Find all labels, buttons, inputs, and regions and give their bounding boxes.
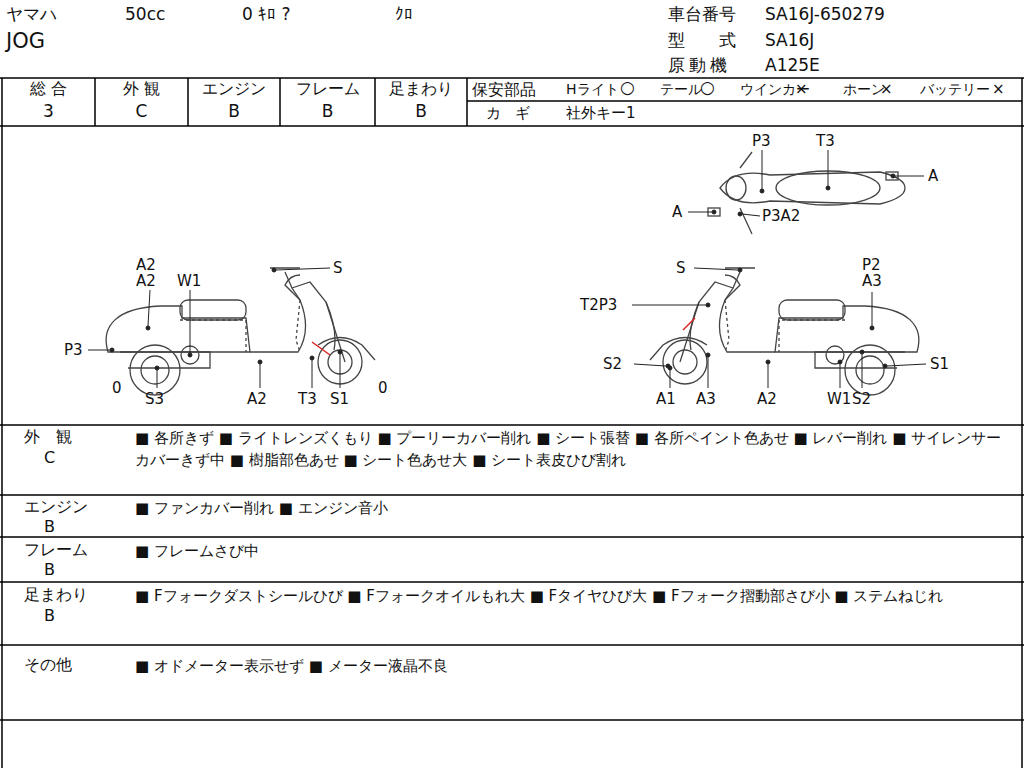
callout-code: A2 <box>757 390 777 409</box>
callout-code: A <box>672 203 682 222</box>
status-mark: × <box>795 80 808 99</box>
section-notes: ■ Fフォークダストシールひび ■ Fフォークオイルもれ大 ■ Fタイヤひび大 … <box>135 585 1010 607</box>
frame-lines <box>0 78 1024 768</box>
scooter-left-view <box>106 268 375 395</box>
callout-code: A1 <box>656 390 676 409</box>
color: ｸﾛ <box>395 4 413 25</box>
grade-value: B <box>375 101 467 122</box>
scooter-right-view <box>650 268 919 395</box>
callout-code: 0 <box>112 379 122 398</box>
callout-code: P2 <box>862 256 881 275</box>
section-head: フレーム <box>24 540 88 560</box>
field-name: 保安部品 <box>472 80 536 100</box>
grade-head: 総 合 <box>2 79 95 99</box>
section-grade: B <box>44 606 55 626</box>
mileage: 0 ｷﾛ ? <box>242 4 291 25</box>
grade-value: B <box>280 101 375 122</box>
leader-lines <box>88 150 926 388</box>
grade-value: B <box>188 101 280 122</box>
status-mark: ○ <box>700 77 715 98</box>
status-mark: × <box>880 80 893 99</box>
callout-code: 0 <box>378 379 388 398</box>
callout-code: S1 <box>930 355 949 374</box>
field-name: 車台番号 <box>668 4 736 25</box>
callout-code: P3 <box>752 132 771 151</box>
field-name: 原動機 <box>668 55 731 76</box>
callout-code: S2 <box>603 355 622 374</box>
section-notes: ■ ファンカバー削れ ■ エンジン音小 <box>135 497 1010 519</box>
grade-head: フレーム <box>280 79 375 99</box>
grade-head: エンジン <box>188 79 280 99</box>
callout-code: W1 <box>827 390 851 409</box>
part-name: テール <box>660 81 702 99</box>
section-grade: B <box>44 560 55 580</box>
damage-marks <box>312 318 695 355</box>
section-head: 外 観 <box>24 427 72 447</box>
grade-head: 外 観 <box>95 79 188 99</box>
callout-code: T3 <box>816 132 835 151</box>
section-grade: C <box>44 448 55 468</box>
grade-value: 3 <box>2 101 95 122</box>
frame-number: SA16J-650279 <box>765 4 885 25</box>
callout-code: P3 <box>64 341 83 360</box>
callout-code: S <box>333 259 343 278</box>
callout-code: T2P3 <box>580 296 617 315</box>
section-notes: ■ フレームさび中 <box>135 540 1010 562</box>
part-name: ホーン <box>843 81 885 99</box>
field-name: カギ <box>486 104 544 123</box>
callout-code: T3 <box>298 390 317 409</box>
callout-code: S2 <box>852 390 871 409</box>
section-notes: ■ オドメーター表示せず ■ メーター液晶不良 <box>135 655 1010 677</box>
section-grade: B <box>44 517 55 537</box>
maker: ヤマハ <box>6 4 57 25</box>
callout-code: A2 <box>136 256 156 275</box>
section-head: 足まわり <box>24 585 88 605</box>
section-head: エンジン <box>24 497 88 517</box>
section-notes: ■ 各所きず ■ ライトレンズくもり ■ プーリーカバー削れ ■ シート張替 ■… <box>135 427 1010 471</box>
grade-head: 足まわり <box>375 79 467 99</box>
callout-code: S3 <box>145 390 164 409</box>
callout-code: A2 <box>247 390 267 409</box>
callout-code: S1 <box>330 390 349 409</box>
status-mark: ○ <box>620 77 635 98</box>
callout-code: P3A2 <box>762 207 800 226</box>
grade-value: C <box>95 101 188 122</box>
engine-code: A125E <box>765 55 820 76</box>
callout-code: W1 <box>177 272 201 291</box>
part-name: バッテリー <box>920 81 990 99</box>
section-head: その他 <box>24 655 72 675</box>
callout-code: S <box>676 259 686 278</box>
callout-code: A3 <box>696 390 716 409</box>
callout-code: A3 <box>862 272 882 291</box>
key-info: 社外キー1 <box>566 104 636 123</box>
callout-code: A <box>928 167 938 186</box>
model-name: JOG <box>6 28 45 54</box>
part-name: Hライト <box>566 81 619 99</box>
callout-code: A2 <box>136 272 156 291</box>
model-code: SA16J <box>765 30 814 51</box>
displacement: 50cc <box>125 4 165 25</box>
status-mark: × <box>992 80 1005 99</box>
field-name: 型 式 <box>668 30 736 51</box>
scooter-top-view <box>708 152 905 234</box>
